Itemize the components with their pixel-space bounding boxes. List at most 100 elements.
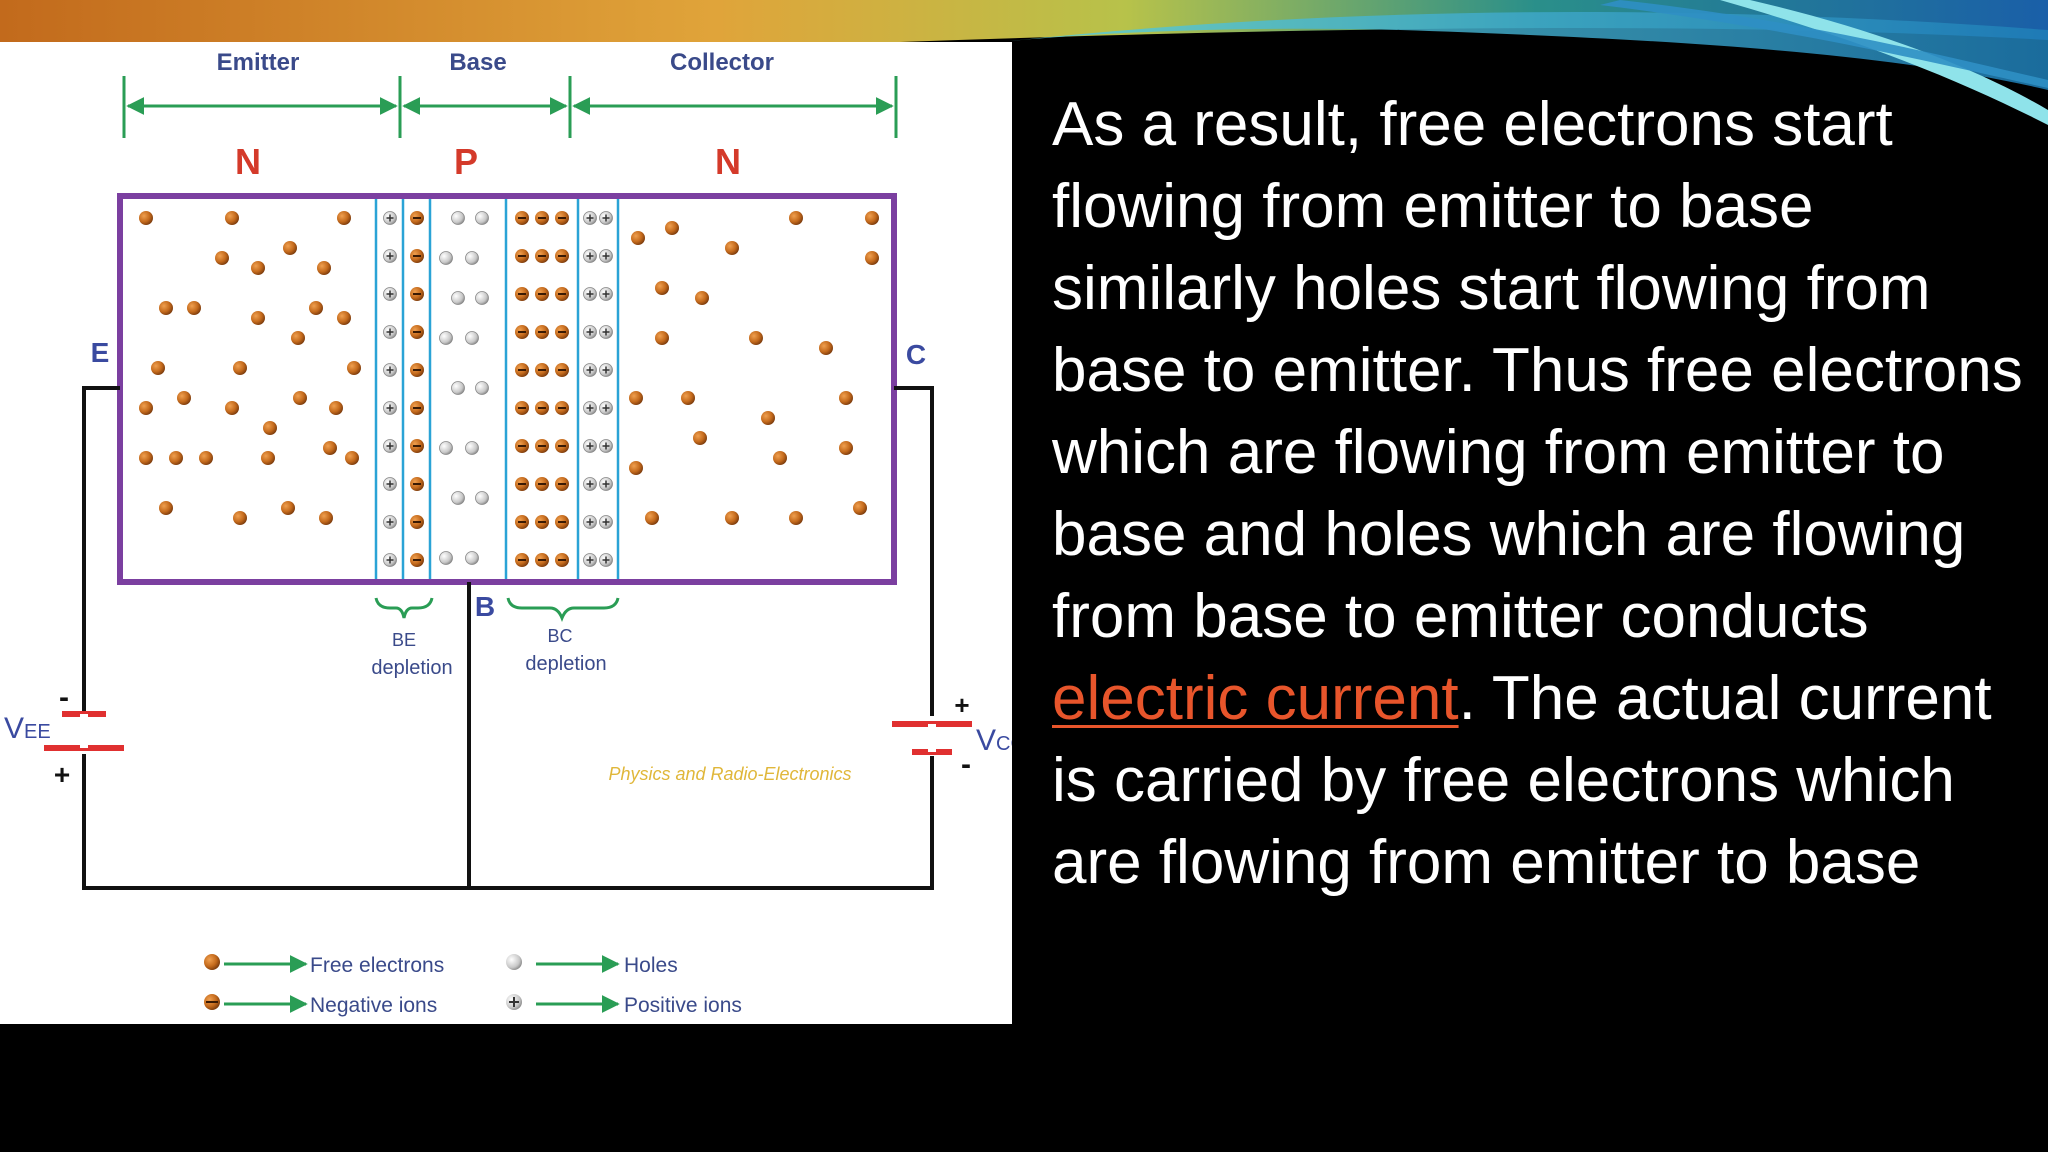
positive-ion (583, 477, 597, 491)
negative-ion (535, 515, 549, 529)
negative-ion (535, 287, 549, 301)
be-depletion-label-line1: BE (392, 630, 416, 650)
positive-ion (383, 249, 397, 263)
vee-battery-symbol (44, 711, 124, 751)
base-terminal-label: B (475, 591, 495, 622)
free-electron (853, 501, 867, 515)
negative-ion (555, 249, 569, 263)
positive-ion (599, 287, 613, 301)
free-electron (139, 401, 153, 415)
free-electron (329, 401, 343, 415)
free-electron (281, 501, 295, 515)
electric-current-link[interactable]: electric current (1052, 664, 1459, 733)
free-electron (225, 401, 239, 415)
vcc-battery-symbol (892, 721, 972, 755)
negative-ion (410, 325, 424, 339)
positive-ion (583, 439, 597, 453)
free-electron (169, 451, 183, 465)
negative-ion (410, 287, 424, 301)
free-electron (629, 391, 643, 405)
free-electron (317, 261, 331, 275)
body-text-after-link: . The actual current is carried by free … (1052, 664, 1992, 897)
positive-ion (583, 211, 597, 225)
free-electron (839, 391, 853, 405)
free-electron (323, 441, 337, 455)
positive-ion (383, 553, 397, 567)
top-banner-decoration (0, 0, 2048, 125)
negative-ion (535, 325, 549, 339)
positive-ion (583, 515, 597, 529)
free-electron (789, 511, 803, 525)
hole (451, 491, 465, 505)
free-electron (761, 411, 775, 425)
positive-ion (599, 325, 613, 339)
legend: Free electrons Negative ions Holes Posit… (204, 954, 742, 1017)
free-electron (665, 221, 679, 235)
positive-ion (383, 325, 397, 339)
negative-ion (535, 211, 549, 225)
emitter-terminal-label: E (91, 337, 110, 368)
vcc-label: VCC (976, 724, 1012, 757)
free-electron (283, 241, 297, 255)
negative-ion (515, 515, 529, 529)
hole (451, 291, 465, 305)
free-electron (645, 511, 659, 525)
free-electron (293, 391, 307, 405)
negative-ion (555, 211, 569, 225)
free-electron (187, 301, 201, 315)
negative-ion (535, 363, 549, 377)
positive-ion (583, 287, 597, 301)
free-electron (263, 421, 277, 435)
negative-ion (555, 325, 569, 339)
transistor-diagram-panel: Emitter Base Collector N P N (0, 42, 1012, 1024)
free-electron (251, 311, 265, 325)
free-electron (159, 501, 173, 515)
free-electron (319, 511, 333, 525)
negative-ion (555, 515, 569, 529)
hole (465, 551, 479, 565)
negative-ion (410, 401, 424, 415)
emitter-type-label: N (235, 141, 261, 182)
positive-ion (383, 439, 397, 453)
positive-ion (599, 553, 613, 567)
negative-ion (515, 439, 529, 453)
free-electron (865, 211, 879, 225)
negative-ion (410, 249, 424, 263)
free-electron (309, 301, 323, 315)
free-electron (159, 301, 173, 315)
negative-ion (515, 553, 529, 567)
free-electron (839, 441, 853, 455)
negative-ion (555, 287, 569, 301)
hole (465, 331, 479, 345)
negative-ion (535, 249, 549, 263)
positive-ion (383, 287, 397, 301)
negative-ion (555, 439, 569, 453)
negative-ion (515, 211, 529, 225)
hole (475, 491, 489, 505)
npn-transistor-diagram: Emitter Base Collector N P N (4, 49, 1012, 1017)
negative-ion (410, 553, 424, 567)
base-label: Base (449, 49, 506, 76)
positive-ion (599, 439, 613, 453)
free-electron (773, 451, 787, 465)
positive-ion (383, 363, 397, 377)
free-electron (151, 361, 165, 375)
charge-carriers (139, 211, 879, 567)
hole (475, 291, 489, 305)
legend-holes: Holes (624, 954, 678, 977)
watermark-text: Physics and Radio-Electronics (608, 764, 851, 784)
vcc-minus-sign: - (961, 748, 971, 781)
positive-ion (383, 401, 397, 415)
negative-ion (515, 401, 529, 415)
hole (439, 331, 453, 345)
legend-positive-ions: Positive ions (624, 994, 742, 1017)
positive-ion (599, 363, 613, 377)
negative-ion (555, 553, 569, 567)
hole (465, 441, 479, 455)
negative-ion (555, 477, 569, 491)
negative-ion (410, 439, 424, 453)
free-electron (199, 451, 213, 465)
free-electron (139, 451, 153, 465)
positive-ion (599, 515, 613, 529)
